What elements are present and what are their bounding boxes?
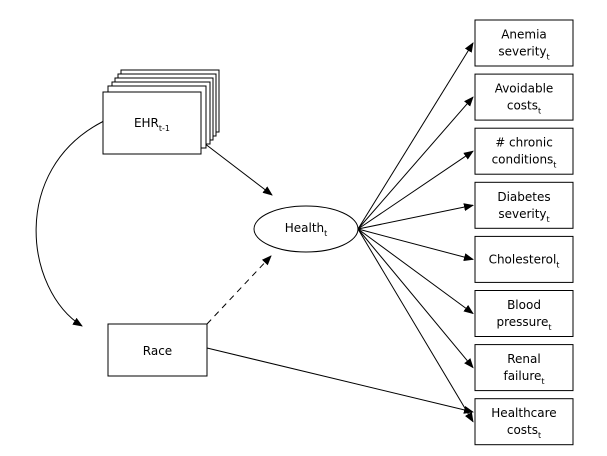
outcome-box — [474, 398, 574, 446]
outcome-box — [474, 290, 574, 337]
outcome-box — [474, 73, 574, 121]
health-node-group: Healtht — [253, 205, 359, 253]
health-to-anemia-severity-arrow — [357, 42, 474, 230]
outcome-box — [474, 344, 574, 392]
health-to-avoidable-costs-arrow — [357, 96, 474, 230]
outcome-label-line: severityt — [498, 45, 549, 62]
race-to-health-dashed-arrow — [206, 255, 272, 325]
health-to-blood-pressure-arrow — [357, 228, 474, 315]
health-label: Healtht — [285, 221, 328, 238]
outcome-label-line: costst — [507, 99, 541, 116]
outcome-cholesterol: Cholesterolt — [474, 235, 574, 283]
health-to-diabetes-severity-arrow — [357, 203, 474, 230]
outcome-label-line: Renal — [507, 352, 540, 366]
outcome-label-line: costst — [507, 423, 541, 440]
ehr-stack: EHRt-1 — [102, 69, 220, 155]
outcome-label-line: pressuret — [497, 315, 552, 332]
outcome-box — [474, 181, 574, 229]
ehr-node — [102, 91, 202, 155]
outcome-label-line: conditionst — [492, 153, 557, 170]
outcome-healthcare-costs: Healthcare costst — [474, 398, 574, 446]
outcome-label-line: Anemia — [501, 28, 547, 42]
outcome-box — [474, 235, 574, 283]
race-label: Race — [143, 344, 172, 358]
outcome-chronic-conditions: # chronic conditionst — [474, 127, 574, 175]
outcome-box — [474, 127, 574, 175]
outcome-anemia-severity: Anemia severityt — [474, 19, 574, 67]
health-to-renal-failure-arrow — [357, 228, 474, 369]
health-node — [253, 205, 359, 253]
health-to-healthcare-costs-arrow — [357, 228, 474, 423]
outcome-box — [474, 19, 574, 67]
outcome-label-line: Blood — [507, 298, 541, 312]
race-node-group: Race — [107, 323, 208, 377]
outcome-label-line: failuret — [503, 369, 544, 386]
ehr-label: EHRt-1 — [134, 116, 170, 133]
ehr-race-correlation-arrow — [35, 114, 112, 327]
outcome-label-line: Healthcare — [491, 406, 556, 420]
outcome-blood-pressure: Blood pressuret — [474, 290, 574, 337]
outcome-diabetes-severity: Diabetes severityt — [474, 181, 574, 229]
edges — [35, 42, 474, 423]
health-outcome-edges — [357, 42, 474, 423]
race-node — [107, 323, 208, 377]
outcome-label-line: Diabetes — [497, 190, 550, 204]
outcome-label-line: # chronic — [495, 136, 553, 150]
race-to-healthcare-costs-arrow — [206, 347, 474, 414]
outcome-label-line: Avoidable — [495, 82, 554, 96]
outcome-label-line: Cholesterolt — [489, 252, 560, 269]
outcome-avoidable-costs: Avoidable costst — [474, 73, 574, 121]
outcome-label-line: severityt — [498, 207, 549, 224]
outcome-renal-failure: Renal failuret — [474, 344, 574, 392]
health-to-chronic-conditions-arrow — [357, 150, 474, 230]
health-to-cholesterol-arrow — [357, 228, 474, 261]
ehr-to-health-arrow — [199, 139, 273, 196]
